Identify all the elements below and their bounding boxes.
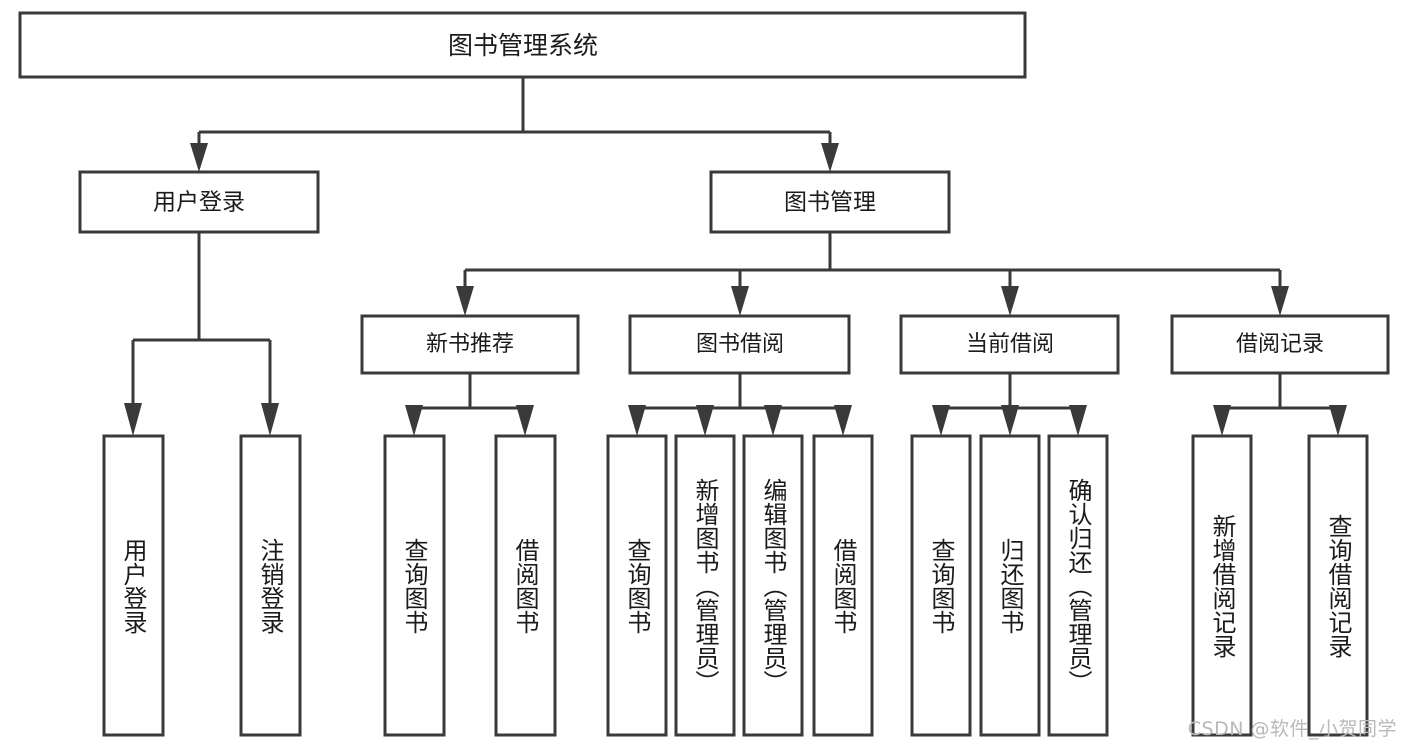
arrow-head-user-login xyxy=(190,143,208,172)
leaf-current-borrow-2-label: 归还图书 xyxy=(996,538,1024,634)
leaf-book-borrow-3-box[interactable] xyxy=(742,434,804,737)
node-current-borrow-box[interactable] xyxy=(899,314,1120,375)
leaf-user-login-2-label: 注销登录 xyxy=(256,538,284,634)
arrow-head-leaf-borrow-record-2 xyxy=(1329,405,1347,436)
leaf-book-borrow-4-label: 借阅图书 xyxy=(829,538,857,634)
node-book-borrow-box[interactable] xyxy=(628,314,851,375)
leaf-book-borrow-3[interactable]: 编辑图书（管理员） xyxy=(742,434,804,737)
leaf-borrow-record-2-box[interactable] xyxy=(1307,434,1369,737)
leaf-borrow-record-2-label: 查询借阅记录 xyxy=(1324,514,1352,658)
leaf-book-borrow-4-box[interactable] xyxy=(812,434,874,737)
arrow-head-leaf-user-login-1 xyxy=(124,403,142,436)
node-root-box[interactable] xyxy=(18,11,1027,79)
arrow-head-book-mgmt xyxy=(821,143,839,172)
leaf-book-borrow-2-box[interactable] xyxy=(674,434,736,737)
leaf-new-book-2-label: 借阅图书 xyxy=(511,538,539,634)
node-current-borrow[interactable]: 当前借阅 xyxy=(899,314,1120,375)
leaf-current-borrow-3-label: 确认归还（管理员） xyxy=(1064,478,1092,694)
arrow-head-leaf-user-login-2 xyxy=(261,403,279,436)
leaf-user-login-1-label: 用户登录 xyxy=(119,538,147,634)
leaf-current-borrow-1-box[interactable] xyxy=(910,434,972,737)
leaf-borrow-record-1-label: 新增借阅记录 xyxy=(1208,514,1236,658)
node-book-management-box[interactable] xyxy=(709,170,951,234)
leaf-current-borrow-2[interactable]: 归还图书 xyxy=(979,434,1041,737)
node-book-borrow-label: 图书借阅 xyxy=(696,332,784,357)
arrow-head-leaf-book-borrow-3 xyxy=(764,405,782,436)
leaf-book-borrow-1[interactable]: 查询图书 xyxy=(606,434,668,737)
arrow-head-leaf-current-borrow-3 xyxy=(1069,405,1087,436)
node-book-borrow[interactable]: 图书借阅 xyxy=(628,314,851,375)
arrow-head-leaf-book-borrow-2 xyxy=(696,405,714,436)
leaf-current-borrow-3-box[interactable] xyxy=(1047,434,1109,737)
arrow-head-book-borrow xyxy=(731,286,749,316)
leaf-user-login-1-box[interactable] xyxy=(102,434,165,737)
arrow-head-current-borrow xyxy=(1001,286,1019,316)
leaf-borrow-record-2[interactable]: 查询借阅记录 xyxy=(1307,434,1369,737)
node-user-login-label: 用户登录 xyxy=(153,190,245,216)
leaf-book-borrow-1-box[interactable] xyxy=(606,434,668,737)
arrow-head-new-book xyxy=(456,286,474,316)
leaf-book-borrow-2-label: 新增图书（管理员） xyxy=(691,478,719,694)
leaf-user-login-2[interactable]: 注销登录 xyxy=(239,434,302,737)
leaf-current-borrow-1-label: 查询图书 xyxy=(927,538,955,634)
arrow-head-borrow-record xyxy=(1271,286,1289,316)
leaf-new-book-1-box[interactable] xyxy=(383,434,446,737)
leaf-user-login-2-box[interactable] xyxy=(239,434,302,737)
arrow-head-leaf-borrow-record-1 xyxy=(1213,405,1231,436)
leaf-new-book-2-box[interactable] xyxy=(494,434,557,737)
leaf-book-borrow-4[interactable]: 借阅图书 xyxy=(812,434,874,737)
node-root-label: 图书管理系统 xyxy=(448,31,598,60)
leaf-book-borrow-2[interactable]: 新增图书（管理员） xyxy=(674,434,736,737)
leaf-new-book-1-label: 查询图书 xyxy=(400,538,428,634)
node-new-book-recommend-box[interactable] xyxy=(360,314,580,375)
leaf-borrow-record-1-box[interactable] xyxy=(1191,434,1253,737)
arrow-head-leaf-new-book-1 xyxy=(405,405,423,436)
node-borrow-record[interactable]: 借阅记录 xyxy=(1170,314,1390,375)
node-current-borrow-label: 当前借阅 xyxy=(966,332,1054,357)
leaf-new-book-1[interactable]: 查询图书 xyxy=(383,434,446,737)
arrow-head-leaf-current-borrow-2 xyxy=(1001,405,1019,436)
leaf-book-borrow-1-label: 查询图书 xyxy=(623,538,651,634)
node-user-login[interactable]: 用户登录 xyxy=(78,170,320,234)
leaf-current-borrow-1[interactable]: 查询图书 xyxy=(910,434,972,737)
arrow-head-leaf-new-book-2 xyxy=(516,405,534,436)
arrow-head-leaf-book-borrow-4 xyxy=(834,405,852,436)
node-book-management[interactable]: 图书管理 xyxy=(709,170,951,234)
node-root[interactable]: 图书管理系统 xyxy=(18,11,1027,79)
leaf-book-borrow-3-label: 编辑图书（管理员） xyxy=(759,478,787,694)
node-new-book-recommend[interactable]: 新书推荐 xyxy=(360,314,580,375)
node-user-login-box[interactable] xyxy=(78,170,320,234)
leaf-borrow-record-1[interactable]: 新增借阅记录 xyxy=(1191,434,1253,737)
node-new-book-recommend-label: 新书推荐 xyxy=(426,332,514,357)
leaf-current-borrow-2-box[interactable] xyxy=(979,434,1041,737)
arrow-head-leaf-current-borrow-1 xyxy=(932,405,950,436)
arrow-head-leaf-book-borrow-1 xyxy=(628,405,646,436)
node-borrow-record-box[interactable] xyxy=(1170,314,1390,375)
leaf-current-borrow-3[interactable]: 确认归还（管理员） xyxy=(1047,434,1109,737)
node-book-management-label: 图书管理 xyxy=(784,190,876,216)
leaf-user-login-1[interactable]: 用户登录 xyxy=(102,434,165,737)
leaf-new-book-2[interactable]: 借阅图书 xyxy=(494,434,557,737)
connector-layer xyxy=(124,77,1347,436)
node-borrow-record-label: 借阅记录 xyxy=(1236,332,1324,357)
